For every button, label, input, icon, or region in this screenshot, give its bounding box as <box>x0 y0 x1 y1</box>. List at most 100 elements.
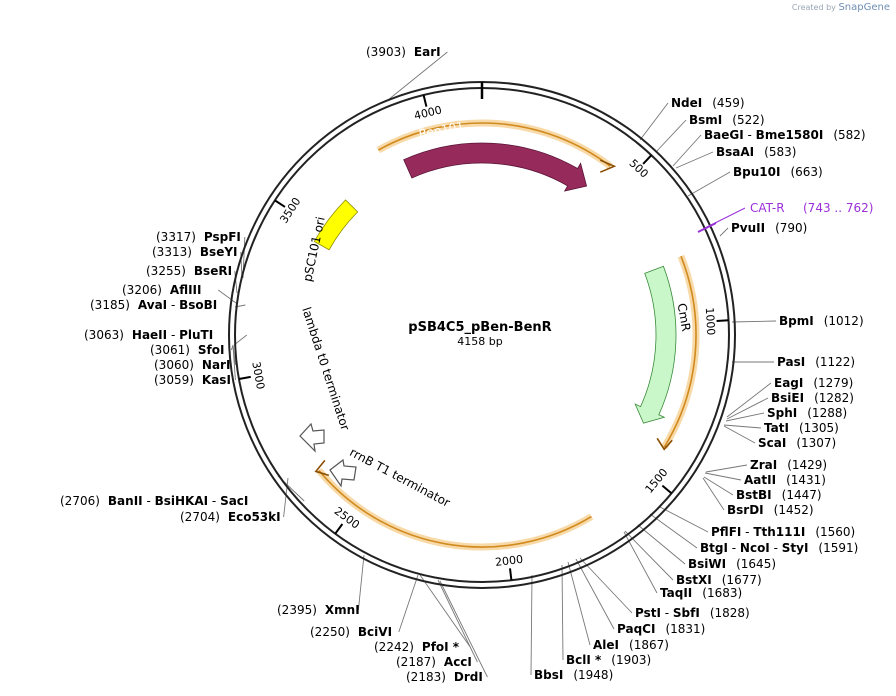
enzyme-separator: - <box>167 328 179 342</box>
enzyme-name: AatII <box>744 473 776 487</box>
enzyme-name: SbfI <box>673 606 700 620</box>
enzyme-name: PstI <box>635 606 661 620</box>
enzyme-site-label: (2242) PfoI * <box>374 640 460 654</box>
enzyme-leader-line <box>655 119 687 153</box>
enzyme-name: BtgI <box>700 541 728 555</box>
enzyme-position: (2183) <box>406 670 446 684</box>
rep101-arrow <box>403 142 588 192</box>
enzyme-name: BsoBI <box>179 298 217 312</box>
enzyme-site-label: BsmI(522) <box>689 113 765 127</box>
cmr-arrow <box>634 265 677 424</box>
enzyme-leader-line <box>230 344 234 351</box>
enzyme-site-label: NdeI(459) <box>671 96 745 110</box>
cmr-highlight-line <box>663 255 697 448</box>
enzyme-name: BsaAI <box>716 145 754 159</box>
lambda-t0-terminator-arrow <box>299 422 325 453</box>
enzyme-name: BsiWI <box>688 557 726 571</box>
enzyme-name: BbsI <box>534 668 563 682</box>
enzyme-leader-line <box>702 477 725 511</box>
enzyme-leader-line <box>579 557 633 614</box>
enzyme-leader-line <box>723 425 756 444</box>
enzyme-position: (582) <box>833 128 865 142</box>
enzyme-site-label: (3185)AvaI - BsoBI <box>90 298 217 312</box>
enzyme-site-label: BstBI(1447) <box>736 488 822 502</box>
enzyme-separator: - <box>661 606 673 620</box>
pSC101-ori-label: pSC101 ori <box>300 215 327 282</box>
cat-r-label: CAT-R <box>750 201 785 215</box>
enzyme-position: (2250) <box>310 625 350 639</box>
enzyme-name: BsrDI <box>727 503 764 517</box>
enzyme-position: (1948) <box>573 668 613 682</box>
enzyme-name: AflIII <box>170 283 202 297</box>
enzyme-site-label: (2706)BanII - BsiHKAI - SacI <box>60 494 248 508</box>
enzyme-site-label: (3206)AflIII <box>122 283 201 297</box>
enzyme-name: PspFI <box>204 230 241 244</box>
enzyme-name: NarI <box>202 358 231 372</box>
enzyme-leader-line <box>387 51 448 101</box>
enzyme-name: NdeI <box>671 96 702 110</box>
enzyme-name: PasI <box>777 355 805 369</box>
tick-mark <box>508 568 513 581</box>
enzyme-site-label: Bpu10I (663) <box>733 165 823 179</box>
enzyme-name: PfoI * <box>422 640 460 654</box>
enzyme-position: (1279) <box>813 376 853 390</box>
enzyme-leader-line <box>567 561 591 646</box>
tick-label: 4000 <box>413 103 443 122</box>
plasmid-length: 4158 bp <box>457 335 502 348</box>
enzyme-name: KasI <box>202 373 231 387</box>
enzyme-leader-line <box>675 151 714 169</box>
enzyme-name: DrdI <box>454 670 483 684</box>
enzyme-name: BsiHKAI <box>155 494 209 508</box>
enzyme-position: (1452) <box>774 503 814 517</box>
enzyme-leader-line <box>217 289 237 304</box>
tick-label: 3500 <box>277 195 303 226</box>
tick-mark <box>422 94 428 107</box>
enzyme-position: (3903) <box>366 45 406 59</box>
enzyme-name: EarI <box>414 45 441 59</box>
enzyme-separator: - <box>167 298 179 312</box>
enzyme-leader-line <box>705 464 748 473</box>
enzyme-site-label: BtgI - NcoI - StyI(1591) <box>700 541 858 555</box>
enzyme-leader-line <box>725 412 765 422</box>
enzyme-name: Bpu10I <box>733 165 780 179</box>
cmr-highlight-arrowhead <box>656 437 673 451</box>
enzyme-position: (3063) <box>84 328 124 342</box>
enzyme-site-label: AleI(1867) <box>593 638 669 652</box>
tick-mark <box>642 154 653 165</box>
rep101-highlight-arrowhead <box>599 159 617 173</box>
enzyme-position: (3313) <box>152 245 192 259</box>
enzyme-leader-line <box>723 424 762 429</box>
enzyme-name: ZraI <box>750 458 777 472</box>
enzyme-position: (1122) <box>815 355 855 369</box>
enzyme-separator: - <box>741 525 753 539</box>
enzyme-leader-line <box>530 574 533 676</box>
enzyme-site-label: (2250)BciVI <box>310 625 392 639</box>
enzyme-site-label: PvuII(790) <box>731 221 807 235</box>
enzyme-name: BseRI <box>194 264 232 278</box>
cat-r-leader <box>704 207 746 229</box>
enzyme-position: (2706) <box>60 494 100 508</box>
backbone <box>228 81 736 589</box>
enzyme-site-label: (2183) DrdI <box>406 670 483 684</box>
enzyme-separator: - <box>143 494 155 508</box>
enzyme-name: BseYI <box>200 245 238 259</box>
enzyme-site-label: (3061)SfoI <box>150 343 224 357</box>
enzyme-position: (1645) <box>736 557 776 571</box>
enzyme-position: (663) <box>790 165 822 179</box>
enzyme-site-label: BsrDI (1452) <box>727 503 814 517</box>
enzyme-position: (1012) <box>824 314 864 328</box>
enzyme-site-label: BpmI (1012) <box>779 314 864 328</box>
enzyme-name: TatI <box>764 421 789 435</box>
enzyme-position: (1677) <box>722 573 762 587</box>
enzyme-name: BstXI <box>676 573 712 587</box>
enzyme-name: BpmI <box>779 314 814 328</box>
enzyme-name: Bme1580I <box>756 128 824 142</box>
enzyme-site-label: PflFI - Tth111I(1560) <box>711 525 855 539</box>
enzyme-position: (3061) <box>150 343 190 357</box>
enzyme-separator: - <box>744 128 756 142</box>
enzyme-site-label: (3313) BseYI <box>152 245 238 259</box>
enzyme-name: BanII <box>108 494 143 508</box>
enzyme-position: (2242) <box>374 640 414 654</box>
enzyme-name: BclI * <box>566 653 602 667</box>
enzyme-position: (1831) <box>665 622 705 636</box>
